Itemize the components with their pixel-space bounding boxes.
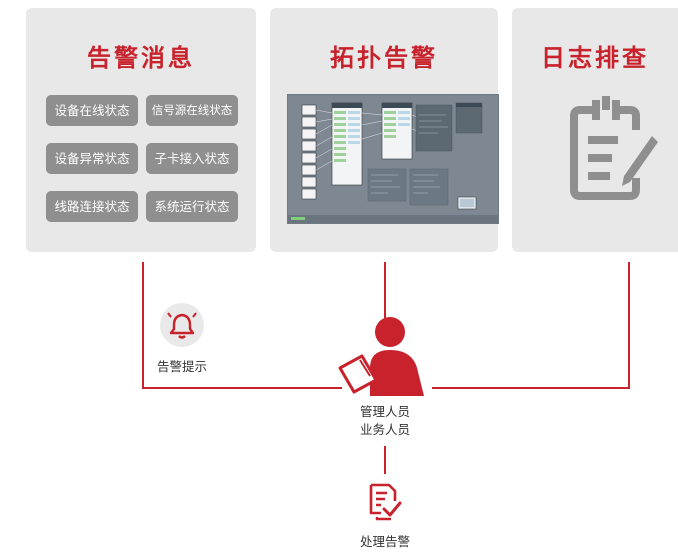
alarm-messages-card: 告警消息 设备在线状态 信号源在线状态 设备异常状态 子卡接入状态 线路连接状态…	[26, 8, 256, 252]
topology-graph	[288, 102, 498, 223]
chip-subcard-access[interactable]: 子卡接入状态	[146, 143, 238, 174]
person-with-clipboard-icon	[338, 317, 424, 396]
connector-bottom-vertical	[384, 446, 386, 474]
clipboard-pen-icon	[570, 96, 658, 200]
alarm-messages-title: 告警消息	[87, 44, 195, 72]
topology-alarm-card: 拓扑告警	[270, 8, 499, 252]
alert-prompt: 告警提示	[154, 302, 210, 376]
chip-signal-online[interactable]: 信号源在线状态	[146, 95, 238, 126]
topology-alarm-title: 拓扑告警	[330, 44, 438, 72]
person-role-2: 业务人员	[359, 422, 410, 437]
alert-prompt-label: 告警提示	[156, 359, 207, 374]
chip-device-online[interactable]: 设备在线状态	[46, 95, 138, 126]
chip-system-running[interactable]: 系统运行状态	[146, 191, 238, 222]
connector-right-horizontal	[432, 387, 630, 389]
chip-line-connection[interactable]: 线路连接状态	[46, 191, 138, 222]
bell-icon[interactable]	[159, 302, 205, 348]
chip-device-abnormal[interactable]: 设备异常状态	[46, 143, 138, 174]
person-role-1: 管理人员	[359, 404, 410, 419]
connector-center-vertical	[384, 262, 386, 318]
document-check-icon[interactable]	[365, 481, 403, 523]
connector-right-vertical	[628, 262, 630, 388]
log-check-title: 日志排查	[541, 44, 649, 72]
log-check-card: 日志排查	[512, 8, 678, 252]
connector-left-vertical	[142, 262, 144, 388]
connector-left-horizontal	[142, 387, 342, 389]
handle-alarm-label: 处理告警	[359, 534, 410, 549]
topology-screenshot	[287, 94, 499, 224]
